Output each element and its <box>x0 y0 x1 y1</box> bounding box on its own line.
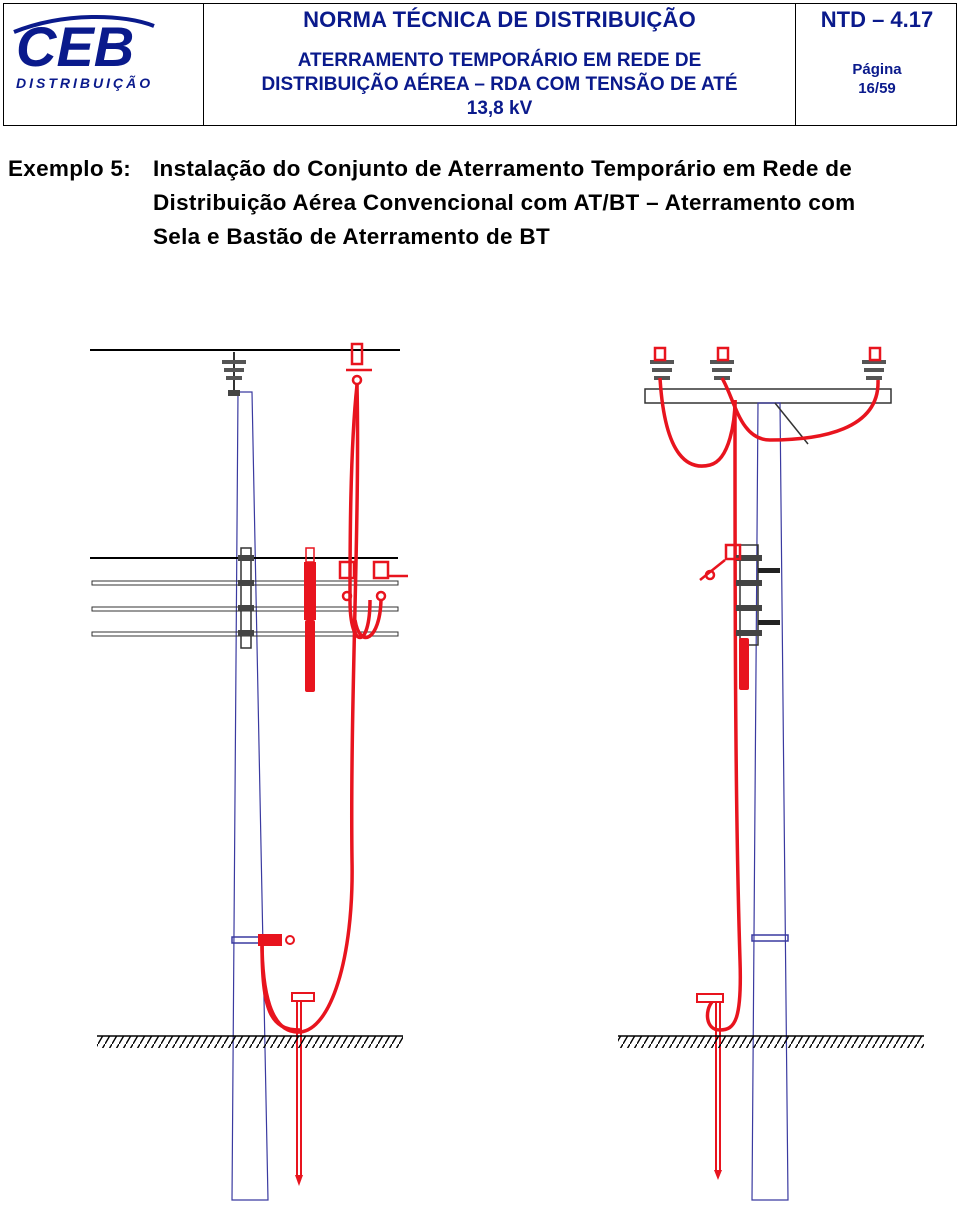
pole-clamp-icon <box>231 934 295 946</box>
right-pole-assembly <box>618 346 924 1201</box>
caption-line-2: Distribuição Aérea Convencional com AT/B… <box>153 190 856 215</box>
subtitle-line-2: DISTRIBUIÇÃO AÉREA – RDA COM TENSÃO DE A… <box>261 74 738 95</box>
pin-insulator-icon <box>222 352 246 396</box>
crossarm <box>644 388 892 404</box>
lv-rack <box>238 547 254 649</box>
mv-clamp-icon <box>653 346 882 362</box>
grounding-stick-icon <box>739 638 749 690</box>
pin-insulator-icon <box>650 360 886 380</box>
right-pole <box>751 402 789 1201</box>
grounding-drawing <box>90 342 924 1201</box>
ceb-logo: CEB DISTRIBUIÇÃO <box>13 14 155 91</box>
title-cell: NORMA TÉCNICA DE DISTRIBUIÇÃO ATERRAMENT… <box>204 4 796 125</box>
ground-rod-icon <box>696 993 724 1180</box>
norma-title: NORMA TÉCNICA DE DISTRIBUIÇÃO <box>303 7 696 32</box>
document-code: NTD – 4.17 <box>820 7 934 32</box>
lv-clamp-icon <box>699 543 742 581</box>
subtitle-line-3: 13,8 kV <box>466 98 533 119</box>
page-label: Página <box>852 61 902 78</box>
logo-cell: CEB DISTRIBUIÇÃO <box>4 4 204 125</box>
logo-swoosh <box>13 14 155 34</box>
figure-caption: Exemplo 5: Instalação do Conjunto de Ater… <box>8 152 958 254</box>
left-pole-assembly <box>90 342 408 1201</box>
page-number: 16/59 <box>858 80 896 97</box>
grounding-stick-icon <box>304 547 316 692</box>
pole-clamp-icon <box>751 934 789 942</box>
subtitle-line-1: ATERRAMENTO TEMPORÁRIO EM REDE DE <box>297 50 702 71</box>
ground-cable <box>658 377 880 1032</box>
lv-rack <box>736 544 780 646</box>
caption-line-3: Sela e Bastão de Aterramento de BT <box>153 224 550 249</box>
ground-rod-icon <box>260 942 315 1186</box>
right-ground-hatch <box>618 1036 924 1048</box>
caption-label: Exemplo 5: <box>8 156 132 181</box>
code-cell: NTD – 4.17 Página 16/59 <box>796 4 958 125</box>
logo-subtext: DISTRIBUIÇÃO <box>16 74 153 91</box>
left-pole <box>231 391 269 1201</box>
left-ground-hatch <box>97 1036 403 1048</box>
mv-clamp-icon <box>346 342 372 386</box>
caption-line-1: Instalação do Conjunto de Aterramento Te… <box>153 156 853 181</box>
document-subtitle: ATERRAMENTO TEMPORÁRIO EM REDE DE DISTRI… <box>204 49 795 121</box>
document-header: CEB DISTRIBUIÇÃO NORMA TÉCNICA DE DISTRI… <box>3 3 957 126</box>
